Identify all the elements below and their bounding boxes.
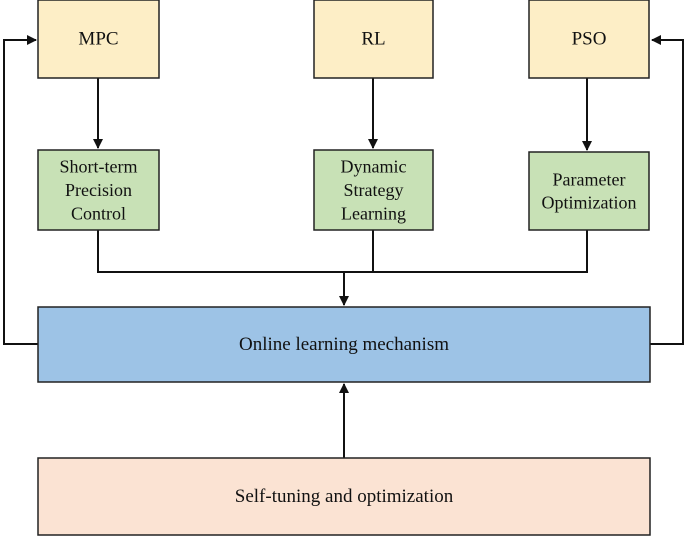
connectors: [3, 35, 684, 458]
self-tuning-and-optimization-box-label: Self-tuning and optimization: [235, 486, 454, 507]
parameter-optimization-box-label: Optimization: [542, 193, 637, 213]
dynamic-strategy-learning-box-label: Learning: [341, 203, 406, 223]
pso-box: PSO: [528, 0, 650, 79]
rl-box-rect: [313, 0, 434, 79]
rl-box-label: RL: [361, 29, 385, 50]
dynamic-strategy-learning-box-label: Dynamic: [341, 157, 407, 177]
short-term-precision-control-box-label: Control: [71, 203, 126, 223]
online-learning-mechanism-box-label: Online learning mechanism: [239, 334, 449, 355]
feedback-arrow-to-mpc: [3, 35, 38, 345]
feedback-arrow-to-pso: [650, 35, 684, 345]
mpc-box-label: MPC: [78, 29, 118, 50]
dynamic-strategy-learning-box-rect: [313, 149, 434, 231]
pso-box-label: PSO: [572, 29, 607, 50]
mpc-box: MPC: [37, 0, 160, 79]
parameter-optimization-box-rect: [528, 151, 650, 231]
self-tuning-and-optimization-box-rect: [37, 457, 651, 536]
mpc-box-rect: [37, 0, 160, 79]
parameter-optimization-box-label: Parameter: [553, 169, 626, 189]
dynamic-strategy-learning-box-label: Strategy: [344, 180, 404, 200]
connector-merge-line: [97, 230, 588, 273]
short-term-precision-control-box-label: Precision: [65, 180, 132, 200]
rl-box: RL: [313, 0, 434, 79]
online-learning-mechanism-box-rect: [37, 306, 651, 383]
self-tuning-and-optimization-box: Self-tuning and optimization: [37, 457, 651, 536]
short-term-precision-control-box-label: Short-term: [60, 157, 138, 177]
online-learning-mechanism-box: Online learning mechanism: [37, 306, 651, 383]
pso-box-rect: [528, 0, 650, 79]
short-term-precision-control-box-rect: [37, 149, 160, 231]
